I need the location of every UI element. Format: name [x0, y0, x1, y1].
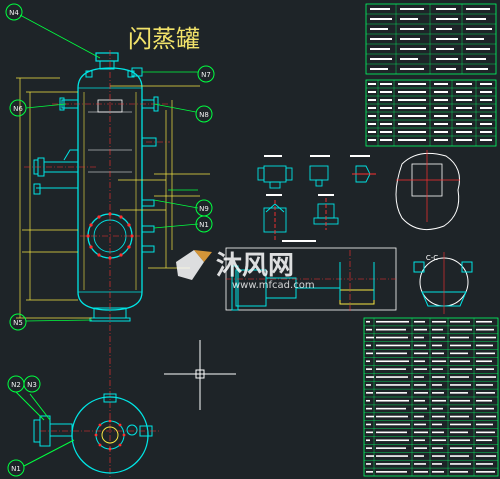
nozzle-tag-n6: N6: [9, 99, 27, 117]
spec-table-top: [365, 3, 497, 75]
watermark-url: www.mfcad.com: [232, 280, 315, 291]
svg-text:N3: N3: [27, 381, 37, 389]
dimension-lines: [16, 77, 210, 319]
svg-text:N2: N2: [11, 381, 21, 389]
nozzle-tag-n3: N3: [23, 375, 41, 393]
svg-text:N8: N8: [199, 111, 209, 119]
watermark: 沐风网 www.mfcad.com: [176, 250, 315, 291]
svg-text:N4: N4: [9, 9, 19, 17]
detail-sketches: [257, 165, 376, 240]
nozzle-tag-n5: N5: [9, 313, 27, 331]
svg-text:N1: N1: [199, 221, 209, 229]
nozzle-tag-n8: N8: [195, 105, 213, 123]
section-c-c: C-C: [413, 252, 473, 314]
nozzle-tag-n7: N7: [197, 65, 215, 83]
horizontal-detail-view: [225, 247, 397, 312]
svg-text:N1: N1: [11, 465, 21, 473]
leader-lines: [19, 14, 199, 322]
nozzle-table: [365, 79, 497, 147]
svg-text:C-C: C-C: [426, 254, 438, 262]
vessel-elevation: [33, 52, 159, 322]
svg-text:N9: N9: [199, 205, 209, 213]
parts-list-table: [363, 317, 499, 477]
section-blob-view: [395, 150, 460, 231]
drawing-title: 闪蒸罐: [128, 25, 200, 53]
nozzle-tag-n9: N9: [195, 199, 213, 217]
watermark-logo-icon: [176, 250, 212, 280]
detail-labels: [264, 155, 370, 242]
svg-text:N7: N7: [201, 71, 211, 79]
watermark-brand: 沐风网: [216, 251, 294, 281]
centerlines: [24, 50, 170, 479]
crosshair-cursor-icon: [164, 340, 236, 410]
nozzle-tag-n1-bottom: N1: [7, 459, 25, 477]
nozzle-tag-n1: N1: [195, 215, 213, 233]
nozzle-tag-n2: N2: [7, 375, 25, 393]
nozzle-tag-n4: N4: [5, 3, 23, 21]
svg-text:N5: N5: [13, 319, 23, 327]
vessel-plan-view: [15, 391, 160, 474]
svg-text:N6: N6: [13, 105, 23, 113]
